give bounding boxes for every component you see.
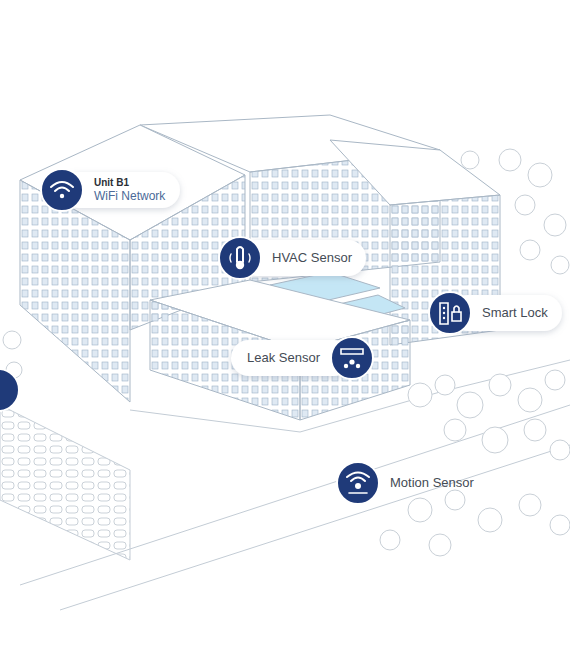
icon-dot bbox=[443, 317, 445, 319]
icon-stroke bbox=[454, 306, 459, 312]
icon-dot bbox=[443, 307, 445, 309]
icon-dot bbox=[356, 364, 360, 368]
callout-text: WiFi Network bbox=[94, 189, 166, 203]
icon-stroke bbox=[51, 182, 73, 187]
callout-pill: HVAC Sensor bbox=[218, 236, 366, 280]
sensor-icon bbox=[440, 303, 461, 324]
building bbox=[20, 115, 500, 420]
callout-text: Motion Sensor bbox=[390, 475, 474, 491]
callout-pill: Leak Sensor bbox=[231, 336, 374, 380]
icon-stroke bbox=[347, 473, 369, 478]
callout-label: Motion Sensor bbox=[336, 461, 480, 505]
icon-stroke bbox=[230, 254, 231, 262]
callout-pill: Unit B1WiFi Network bbox=[40, 168, 180, 212]
icon-dot bbox=[443, 312, 445, 314]
icon-circle bbox=[41, 169, 83, 211]
callout-text: Unit B1 bbox=[94, 177, 166, 189]
icon-stroke bbox=[249, 254, 250, 262]
icon-dot bbox=[344, 364, 348, 368]
icon-circle bbox=[331, 337, 373, 379]
callout-text: HVAC Sensor bbox=[272, 250, 352, 266]
icon-stroke bbox=[351, 478, 365, 482]
icon-stroke bbox=[440, 303, 448, 324]
icon-stroke bbox=[452, 312, 461, 321]
icon-dot bbox=[355, 483, 361, 489]
parking-lot bbox=[0, 405, 130, 560]
sensor-icon bbox=[341, 349, 363, 368]
icon-circle bbox=[219, 237, 261, 279]
icon-circle bbox=[337, 462, 379, 504]
icon-dot bbox=[236, 261, 244, 269]
icon-stroke bbox=[341, 349, 363, 354]
sensor-icon bbox=[51, 182, 73, 198]
sensor-icon bbox=[230, 247, 250, 269]
icon-dot bbox=[60, 194, 64, 198]
icon-circle bbox=[429, 292, 471, 334]
sensor-icon bbox=[347, 473, 369, 494]
icon-dot bbox=[349, 359, 354, 364]
icon-stroke bbox=[55, 188, 69, 192]
callout-text: Leak Sensor bbox=[247, 350, 320, 366]
icon-stroke bbox=[237, 247, 243, 262]
callout-text: Smart Lock bbox=[482, 305, 548, 321]
callout-pill: Smart Lock bbox=[428, 291, 562, 335]
icon-stroke bbox=[349, 492, 367, 494]
partial-icon bbox=[0, 369, 19, 411]
